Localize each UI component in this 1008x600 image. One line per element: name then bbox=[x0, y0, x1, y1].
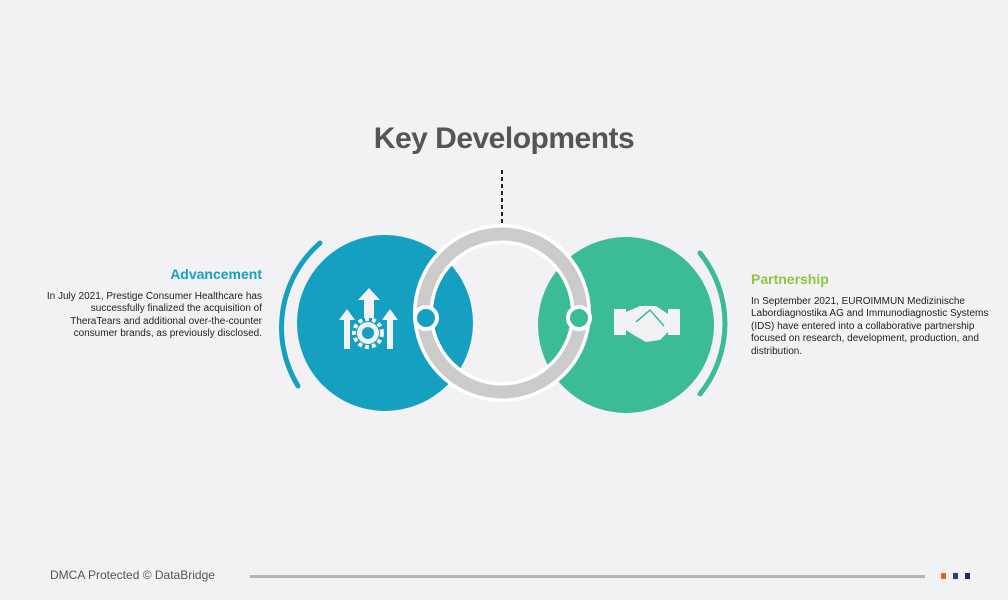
advancement-heading: Advancement bbox=[170, 266, 262, 282]
footer-dot bbox=[953, 573, 958, 579]
left-arc bbox=[279, 240, 323, 389]
footer-divider bbox=[250, 575, 925, 578]
right-arc bbox=[697, 250, 728, 397]
footer-copyright: DMCA Protected © DataBridge bbox=[50, 568, 215, 582]
footer-dot bbox=[965, 573, 970, 579]
right-node bbox=[566, 305, 592, 331]
partnership-text: In September 2021, EUROIMMUN Medizinisch… bbox=[751, 295, 989, 357]
partnership-heading: Partnership bbox=[751, 271, 829, 287]
advancement-text: In July 2021, Prestige Consumer Healthca… bbox=[46, 290, 262, 340]
partnership-block: Partnership In September 2021, EUROIMMUN… bbox=[751, 271, 991, 358]
left-node bbox=[413, 305, 439, 331]
handshake-icon bbox=[614, 306, 680, 342]
footer-dot bbox=[941, 573, 946, 579]
page-title: Key Developments bbox=[373, 122, 635, 155]
advancement-block: Advancement In July 2021, Prestige Consu… bbox=[40, 266, 262, 341]
growth-gear-icon bbox=[339, 288, 398, 349]
